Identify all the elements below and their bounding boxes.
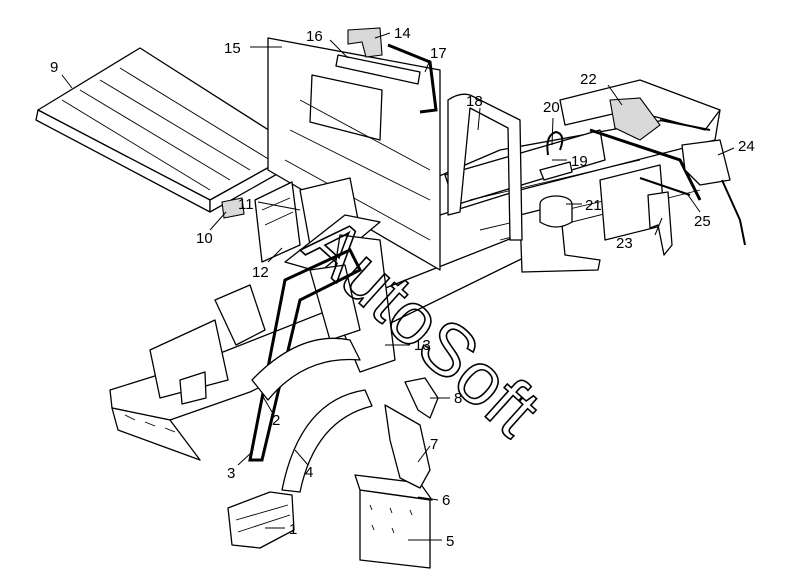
part-13-wheel-arch-panel [309, 234, 396, 373]
callout-7: 7 [430, 436, 438, 453]
callout-1: 1 [289, 521, 297, 538]
part-2-wheel-arch [251, 337, 361, 401]
callout-5: 5 [446, 533, 454, 550]
part-21-mount [539, 195, 573, 228]
part-24-arm [659, 119, 746, 246]
part-14-hinge [347, 27, 383, 58]
callout-19: 19 [571, 153, 588, 170]
callout-2: 2 [272, 412, 280, 429]
part-22-bracket [589, 97, 702, 201]
part-8-bracket [404, 377, 439, 419]
part-20-hook [546, 130, 564, 156]
part-4-fender-liner [281, 389, 373, 493]
callout-4: 4 [305, 464, 313, 481]
callout-24: 24 [738, 138, 755, 155]
part-10-bracket [221, 197, 245, 219]
part-1-step [227, 491, 295, 549]
part-18-roll-bar [447, 93, 523, 241]
callout-25: 25 [694, 213, 711, 230]
callout-11: 11 [238, 196, 254, 213]
callout-14: 14 [394, 25, 411, 42]
callout-23: 23 [616, 235, 633, 252]
callout-13: 13 [414, 337, 431, 354]
callout-12: 12 [252, 264, 269, 281]
part-25-rod [639, 177, 691, 196]
callout-20: 20 [543, 99, 560, 116]
leader-lines [61, 32, 735, 541]
callout-16: 16 [306, 28, 323, 45]
callout-22: 22 [580, 71, 597, 88]
callout-9: 9 [50, 59, 58, 76]
callout-8: 8 [454, 390, 462, 407]
part-11-bracket [254, 177, 361, 263]
part-6-flap-bracket [354, 474, 433, 501]
callout-3: 3 [227, 465, 235, 482]
callout-6: 6 [442, 492, 450, 509]
part-7-splash-guard [384, 404, 431, 489]
callout-17: 17 [430, 45, 447, 62]
callout-10: 10 [196, 230, 213, 247]
part-19-clip [539, 161, 573, 181]
callout-labels: 1 2 3 4 5 6 7 8 9 10 11 12 13 14 15 16 1… [50, 25, 755, 550]
part-9-roof-panel [35, 47, 303, 213]
part-5-mud-flap [359, 489, 431, 569]
part-15-rear-panel [267, 37, 441, 271]
part-17-cable [387, 43, 438, 114]
callout-18: 18 [466, 93, 483, 110]
callout-21: 21 [585, 197, 602, 214]
callout-15: 15 [224, 40, 241, 57]
part-3-seal [248, 248, 363, 462]
part-16-window-trim [335, 54, 421, 85]
